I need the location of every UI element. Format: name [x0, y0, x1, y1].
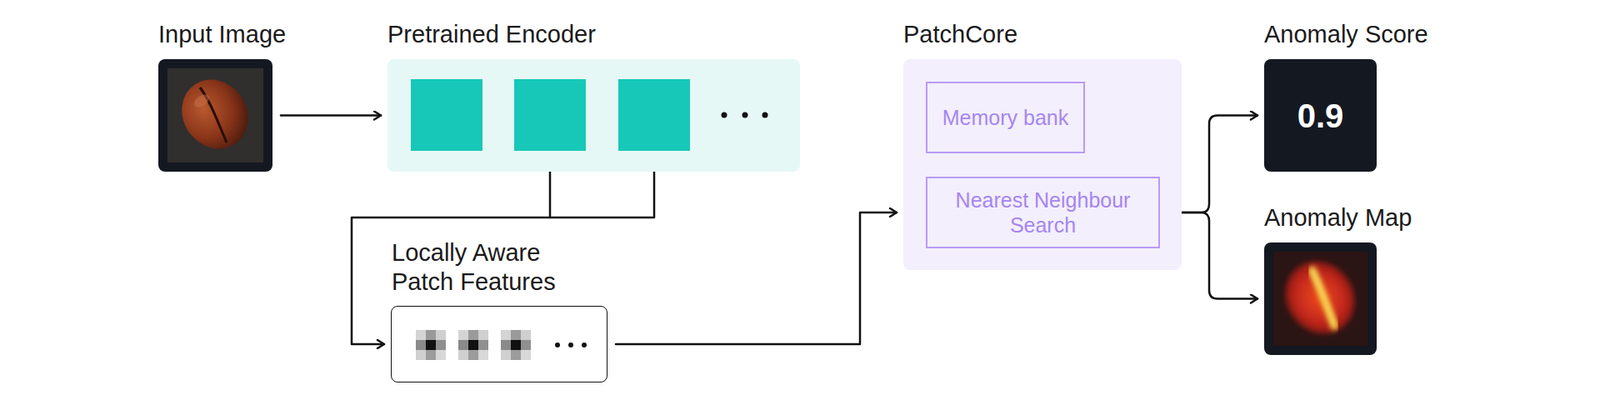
anomaly-heatmap: [1264, 242, 1377, 355]
hazelnut-picture: [158, 59, 273, 172]
text-holder: Nearest Neighbour Search: [927, 178, 1159, 247]
node-label: Nearest Neighbour Search: [937, 187, 1149, 238]
node-heading: Anomaly Score: [1264, 20, 1429, 50]
text-holder: Memory bank: [927, 83, 1084, 152]
input-image: Input Image: [158, 59, 273, 172]
process-box: Nearest Neighbour Search: [925, 176, 1160, 249]
flow-arrow: [1181, 212, 1258, 300]
text-holder: 0.9: [1264, 59, 1377, 172]
node-label: 0.9: [1297, 95, 1345, 136]
node-heading: Input Image: [158, 20, 286, 50]
score-box: Anomaly Score0.9: [1264, 59, 1377, 172]
patch-features-box: Locally Aware Patch Features: [390, 305, 608, 383]
patch-icons: [391, 306, 609, 384]
node-heading: Pretrained Encoder: [387, 20, 596, 50]
node-label: Memory bank: [942, 105, 1069, 130]
anomaly-map: Anomaly Map: [1264, 242, 1377, 355]
node-heading: PatchCore: [903, 20, 1018, 50]
flow-arrow: [280, 114, 381, 117]
flow-arrow: [1181, 115, 1258, 214]
process-box: Memory bank: [925, 81, 1085, 154]
node-heading: Anomaly Map: [1264, 203, 1412, 233]
encoder-layers: [387, 59, 800, 172]
patchcore-panel: PatchCoreMemory bankNearest Neighbour Se…: [903, 59, 1182, 270]
flow-arrow: [615, 212, 897, 345]
encoder-panel: Pretrained Encoder: [387, 59, 800, 172]
node-heading: Locally Aware Patch Features: [391, 238, 588, 297]
